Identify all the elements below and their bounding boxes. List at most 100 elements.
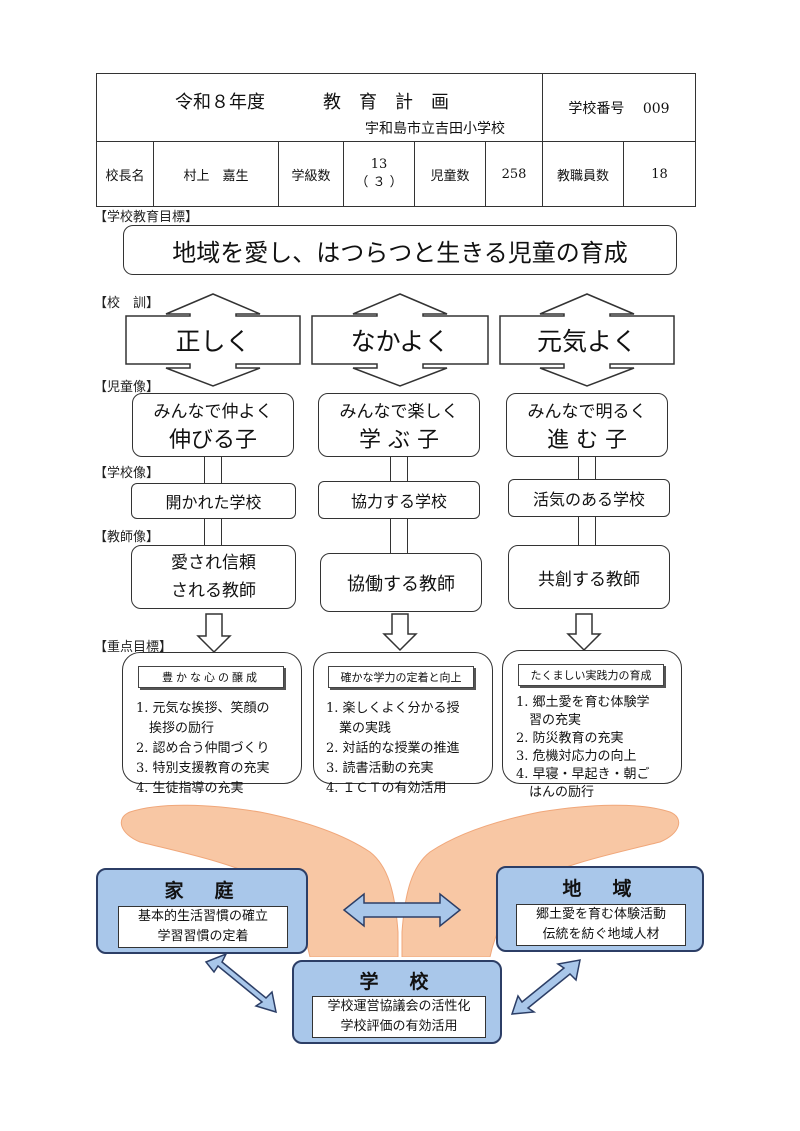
teacher-image-1: 愛され信頼 される教師: [131, 545, 296, 609]
school-goal: 地域を愛し、はつらつと生きる児童の育成: [123, 225, 677, 275]
left-hand-icon: [120, 804, 399, 957]
classes-label: 学級数: [278, 141, 344, 207]
home-community-arrow-icon: [342, 892, 462, 928]
focus-3-item: 4. 早寝・早起き・朝ご: [516, 767, 650, 782]
focus-1-item: 4. 生徒指導の充実: [136, 781, 244, 796]
child-image-1-line1: みんなで仲よく: [153, 401, 273, 422]
home-line: 基本的生活習慣の確立: [137, 909, 268, 924]
child-image-2: みんなで楽しく 学 ぶ 子: [318, 393, 480, 457]
teacher-image-1-line1: 愛され信頼: [171, 553, 256, 573]
connector-child-school-3: [578, 457, 596, 479]
child-image-3-line1: みんなで明るく: [527, 401, 647, 422]
principal-name: 村上 嘉生: [153, 141, 279, 207]
focus-2-item: 1. 楽しくよく分かる授: [326, 701, 460, 716]
community-box: 地 域 郷土愛を育む体験活動 伝統を紡ぐ地域人材: [496, 866, 704, 952]
community-line: 郷土愛を育む体験活動: [535, 907, 666, 922]
school-partner-title: 学 校: [359, 971, 435, 993]
school-image-3-text: 活気のある学校: [532, 490, 645, 509]
partner-arrows: [204, 892, 581, 1015]
staff-label: 教職員数: [542, 141, 624, 207]
community-line: 伝統を紡ぐ地域人材: [542, 927, 660, 942]
child-image-2-line2: 学 ぶ 子: [359, 427, 439, 453]
staff-value: 18: [623, 141, 696, 207]
teacher-image-3: 共創する教師: [508, 545, 670, 609]
connector-child-school-2: [390, 457, 408, 481]
students-label: 児童数: [414, 141, 486, 207]
plan-year: 令和８年度: [175, 92, 265, 113]
school-partner-details: 学校運営協議会の活性化 学校評価の有効活用: [312, 996, 486, 1038]
school-number: 009: [642, 100, 670, 117]
teacher-image-3-text: 共創する教師: [538, 569, 640, 590]
school-partner-box: 学 校 学校運営協議会の活性化 学校評価の有効活用: [292, 960, 502, 1044]
school-image-label: 【学校像】: [94, 466, 160, 481]
motto-arrows: [125, 293, 675, 387]
child-image-3: みんなで明るく 進 む 子: [506, 393, 668, 457]
motto-arrow-3: [499, 293, 675, 387]
focus-1-item: 3. 特別支援教育の充実: [136, 761, 270, 776]
students-value: 258: [485, 141, 543, 207]
focus-3-item: 2. 防災教育の充実: [516, 731, 624, 746]
down-arrow-3: [566, 613, 602, 652]
child-image-1-line2: 伸びる子: [168, 427, 257, 453]
down-arrow-2: [382, 613, 418, 652]
principal-label: 校長名: [96, 141, 154, 207]
title-cell: 令和８年度 教 育 計 画 宇和島市立吉田小学校: [96, 73, 543, 142]
school-image-3: 活気のある学校: [508, 479, 670, 517]
connector-school-teacher-2: [390, 519, 408, 553]
classes-value: 13: [370, 157, 388, 172]
teacher-image-2-text: 協働する教師: [347, 573, 455, 595]
child-label: 【児童像】: [94, 380, 160, 395]
goal-label: 【学校教育目標】: [94, 210, 199, 225]
school-goal-text: 地域を愛し、はつらつと生きる児童の育成: [172, 238, 628, 267]
connector-child-school-1: [204, 457, 222, 483]
motto-arrow-1: [125, 293, 301, 387]
focus-2-item: 2. 対話的な授業の推進: [326, 741, 460, 756]
motto-2: なかよく: [350, 327, 450, 356]
community-details: 郷土愛を育む体験活動 伝統を紡ぐ地域人材: [516, 904, 686, 946]
teacher-image-2: 協働する教師: [320, 553, 482, 612]
home-details: 基本的生活習慣の確立 学習習慣の定着: [118, 906, 288, 948]
school-image-2: 協力する学校: [318, 481, 480, 519]
focus-list-1: 1. 元気な挨拶、笑顔の 挨拶の励行 2. 認め合う仲間づくり 3. 特別支援教…: [136, 699, 270, 799]
hands-illustration: [120, 804, 680, 957]
motto-label: 【校 訓】: [94, 296, 160, 311]
school-image-2-text: 協力する学校: [350, 492, 447, 511]
motto-arrow-2: [311, 293, 489, 387]
school-number-label: 学校番号: [568, 100, 625, 117]
motto-1: 正しく: [175, 327, 251, 356]
home-line: 学習習慣の定着: [157, 929, 249, 944]
connector-school-teacher-1: [204, 519, 222, 545]
focus-1-item: 2. 認め合う仲間づくり: [136, 741, 270, 756]
focus-title-3: たくましい実践力の育成: [518, 664, 664, 686]
school-partner-line: 学校運営協議会の活性化: [327, 999, 471, 1014]
focus-title-2: 確かな学力の定着と向上: [328, 666, 474, 688]
right-hand-icon: [401, 804, 680, 957]
down-arrow-1: [196, 613, 232, 654]
focus-3-item: 3. 危機対応力の向上: [516, 749, 637, 764]
child-image-1: みんなで仲よく 伸びる子: [132, 393, 294, 457]
focus-label: 【重点目標】: [94, 640, 173, 655]
focus-3-item: 習の充実: [516, 713, 582, 728]
school-number-cell: 学校番号 009: [542, 73, 696, 142]
focus-2-item: 4. ＩＣＴの有効活用: [326, 781, 447, 796]
focus-list-2: 1. 楽しくよく分かる授 業の実践 2. 対話的な授業の推進 3. 読書活動の充…: [326, 699, 460, 799]
school-partner-line: 学校評価の有効活用: [340, 1019, 458, 1034]
school-image-1-text: 開かれた学校: [165, 493, 262, 512]
plan-title: 教 育 計 画: [323, 92, 449, 113]
school-image-1: 開かれた学校: [131, 483, 296, 519]
community-title: 地 域: [562, 878, 638, 900]
classes-special: （ ３ ）: [355, 175, 403, 190]
motto-3: 元気よく: [536, 327, 637, 356]
classes-cell: 13 （ ３ ）: [343, 141, 415, 207]
focus-1-item: 挨拶の励行: [136, 721, 215, 736]
child-image-3-line2: 進 む 子: [547, 427, 627, 453]
header-table: 令和８年度 教 育 計 画 宇和島市立吉田小学校 学校番号 009 校長名 村上…: [96, 73, 696, 207]
teacher-label: 【教師像】: [94, 530, 160, 545]
focus-arrows: [196, 613, 602, 654]
home-school-arrow-icon: [204, 952, 277, 1014]
home-title: 家 庭: [164, 880, 240, 902]
focus-1-item: 1. 元気な挨拶、笑顔の: [136, 701, 270, 716]
child-image-2-line1: みんなで楽しく: [339, 401, 459, 422]
focus-title-1: 豊かな心の醸成: [138, 666, 284, 688]
community-school-arrow-icon: [510, 959, 581, 1015]
